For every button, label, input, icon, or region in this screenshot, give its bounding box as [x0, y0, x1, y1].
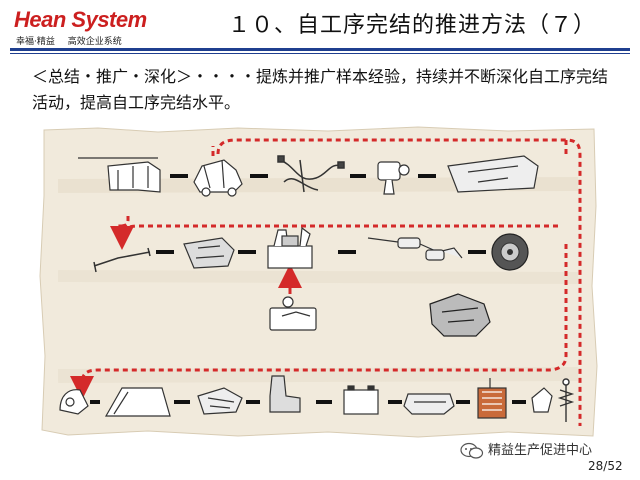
logo-tag-right: 高效企业系统	[67, 37, 122, 47]
battery-icon	[343, 385, 379, 415]
headlamp-icon	[59, 389, 89, 415]
radiator-icon	[477, 378, 507, 419]
engine-block-icon	[429, 293, 491, 337]
engine-part-icon	[377, 161, 410, 195]
exhaust-pipe-icon	[93, 247, 151, 273]
robot-station-icon	[267, 226, 313, 269]
dashboard-icon	[447, 155, 539, 193]
slide-title: １０、自工序完结的推进方法（７）	[228, 13, 597, 38]
wechat-label: 精益生产促进中心	[488, 443, 593, 458]
windshield-icon	[104, 387, 171, 417]
brand-logo: Hean System 幸福·精益 高效企业系统	[14, 8, 164, 48]
side-mirror-icon	[531, 387, 553, 413]
car-body-icon	[78, 157, 161, 193]
paper-background	[39, 126, 598, 438]
flow-svg	[39, 126, 598, 438]
logo-wordmark: Hean System	[14, 7, 147, 32]
muffler-icon	[367, 237, 463, 261]
logo-tag-left: 幸福·精益	[16, 37, 55, 47]
shock-absorber-icon	[557, 378, 575, 422]
bumper-part-icon	[183, 237, 235, 269]
seat-icon	[269, 375, 301, 413]
flow-path-top-right	[216, 138, 582, 426]
flow-path-left-return	[117, 216, 130, 228]
car-frame-icon	[193, 159, 243, 197]
intro-text: ＜总结・推广・深化＞・・・・提炼并推广样本经验，持续并不断深化自工序完结活动，提…	[32, 67, 609, 112]
page-number: 28/52	[588, 459, 623, 473]
floor-pan-icon	[197, 387, 243, 415]
worker-assembly-icon	[269, 296, 317, 331]
wechat-icon	[460, 442, 484, 459]
tire-icon	[491, 233, 529, 271]
front-bumper-icon	[403, 393, 455, 415]
header-rule	[10, 48, 630, 51]
wechat-account: 精益生产促进中心	[458, 442, 628, 460]
process-flow-diagram	[38, 126, 598, 438]
wire-harness-icon	[277, 155, 345, 193]
logo-tagline: 幸福·精益 高效企业系统	[16, 34, 132, 47]
header-rule-thin	[10, 53, 630, 54]
